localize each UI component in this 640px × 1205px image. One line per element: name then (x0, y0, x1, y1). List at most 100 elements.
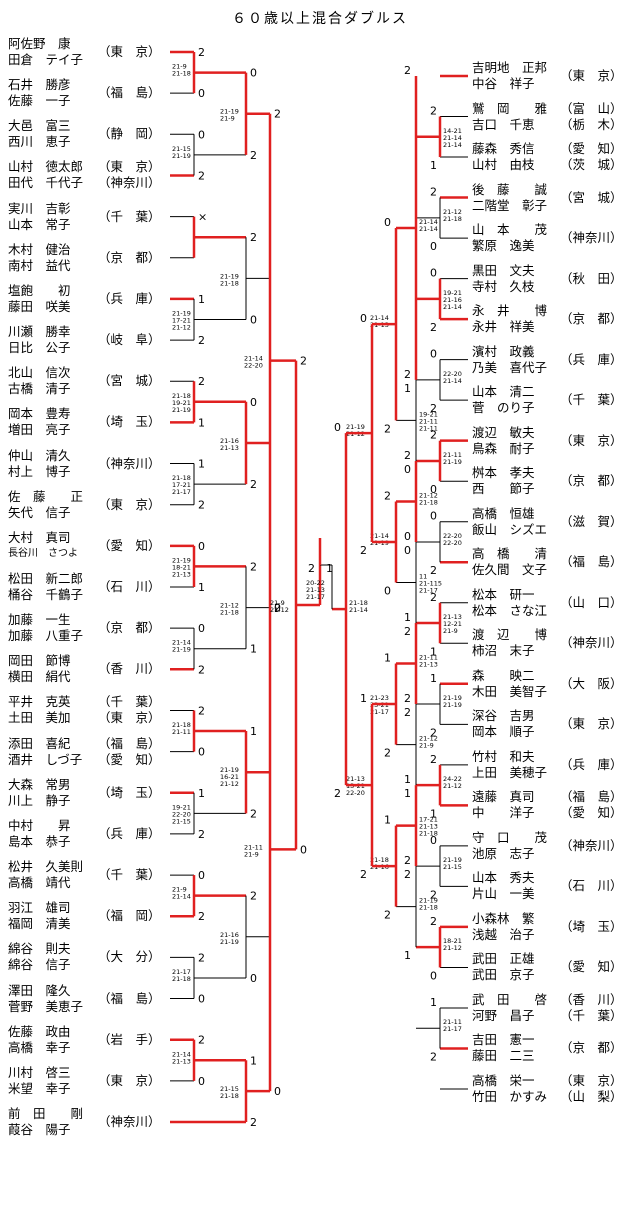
game-score: 20-22 (306, 579, 325, 587)
player-name: 森 映二 (472, 667, 535, 683)
prefecture-label: （大 分） (98, 949, 161, 965)
match-score: 0 (250, 67, 257, 80)
prefecture-name: （千 葉） (98, 694, 161, 710)
player-name: 塩飽 初 (8, 282, 71, 298)
game-score: 22-20 (346, 789, 365, 797)
player-name: 藤田 咲美 (8, 298, 71, 314)
player-name: 高橋 恒雄 (472, 505, 535, 521)
game-score: 21-11 (172, 728, 191, 736)
match-score: 0 (430, 348, 437, 361)
player-name: 岡田 節博 (8, 653, 71, 669)
match-score: 1 (250, 1054, 257, 1067)
match-score: 0 (360, 312, 367, 325)
prefecture-label: （兵 庫） (560, 352, 623, 368)
game-score: 21-11 (419, 654, 438, 662)
match-score: 1 (430, 807, 437, 820)
prefecture-label: （宮 城） (560, 190, 623, 206)
player-name: 菅野 美恵子 (8, 998, 84, 1014)
player-name: 桶谷 千鶴子 (8, 587, 84, 602)
game-score: 19-21 (172, 399, 191, 407)
match-score: 1 (198, 581, 205, 594)
match-score: 0 (250, 972, 257, 985)
prefecture-label: （千 葉） (98, 867, 161, 883)
player-name: 浅越 治子 (472, 926, 535, 942)
team-entry: 北山 信次古橋 清子 (8, 365, 71, 397)
player-name: 高橋 幸子 (8, 1039, 71, 1055)
match-score: 1 (360, 692, 367, 705)
team-entry: 中村 昇島本 恭子 (8, 818, 71, 850)
player-name: 河野 昌子 (472, 1007, 535, 1023)
prefecture-label: （千 葉） (560, 392, 623, 408)
player-name: 松本 さな江 (472, 602, 548, 618)
match-score: 0 (250, 314, 257, 327)
prefecture-name: （千 葉） (98, 208, 161, 224)
game-score: 21-9 (172, 63, 187, 71)
prefecture-name: （千 葉） (560, 1007, 623, 1023)
team-entry: 岡田 節博横田 絹代 (8, 653, 71, 685)
team-entry: 高 橋 清佐久間 文子 (472, 546, 547, 578)
player-name: 片山 一美 (472, 886, 535, 902)
game-score: 21-17 (172, 968, 191, 976)
match-score: 1 (384, 652, 391, 665)
match-score: 1 (384, 814, 391, 827)
prefecture-label: （京 都） (98, 250, 161, 266)
player-name: 長谷川 さつよ (8, 547, 78, 559)
game-score: 21-14 (370, 314, 389, 322)
player-name: 山村 由枝 (472, 157, 535, 173)
player-name: 木村 健治 (8, 241, 71, 257)
player-name: 上田 美穂子 (472, 764, 548, 780)
match-score: 0 (198, 87, 205, 100)
game-score: 21-9 (244, 850, 259, 858)
prefecture-label: （滋 賀） (560, 514, 623, 530)
prefecture-name: （福 岡） (98, 908, 161, 924)
prefecture-name: （岐 阜） (98, 332, 161, 348)
prefecture-label: （京 都） (560, 311, 623, 327)
match-score: 2 (274, 108, 281, 121)
player-name: 島本 恭子 (8, 833, 71, 849)
game-score: 17-21 (172, 317, 191, 325)
match-score: 2 (430, 1050, 437, 1063)
team-entry: 岡本 豊寿増田 亮子 (8, 406, 71, 438)
player-name: 添田 喜紀 (8, 735, 71, 751)
match-score: 2 (198, 46, 205, 59)
player-name: 藤森 秀信 (472, 141, 535, 157)
game-score: 21-13 (172, 570, 191, 578)
game-score: 18-21 (172, 563, 191, 571)
game-score: 21-19 (172, 556, 191, 564)
player-name: 山村 徳太郎 (8, 159, 84, 175)
player-name: 佐藤 政由 (8, 1023, 71, 1039)
prefecture-label: （東 京） (560, 68, 623, 84)
player-name: 濱村 政義 (472, 343, 535, 359)
team-entry: 永 井 博永井 祥美 (472, 303, 547, 335)
player-name: 仲山 清久 (8, 447, 71, 463)
game-score: 21-16 (443, 296, 462, 304)
game-score: 21-11 (419, 424, 438, 432)
game-score: 21-14 (370, 532, 389, 540)
prefecture-label: （石 川） (98, 579, 161, 595)
match-score: 2 (250, 231, 257, 244)
prefecture-label: （福 島） (560, 554, 623, 570)
prefecture-name: （岩 手） (98, 1031, 161, 1047)
game-score: 21-14 (172, 1050, 191, 1058)
match-score: 0 (384, 585, 391, 598)
match-score: 2 (430, 591, 437, 604)
prefecture-name: （秋 田） (560, 270, 623, 286)
player-name: 寺村 久枝 (472, 278, 535, 294)
player-name: 飯山 シズエ (472, 521, 548, 537)
prefecture-name: （京 都） (560, 473, 623, 489)
team-entry: 山本 秀夫片山 一美 (472, 870, 535, 902)
prefecture-label: （山 口） (560, 595, 623, 611)
match-score: 2 (430, 888, 437, 901)
match-score: 2 (404, 368, 411, 381)
prefecture-label: （神奈川） (560, 230, 623, 246)
player-name: 岡本 豊寿 (8, 406, 71, 422)
player-name: 矢代 信子 (8, 504, 71, 520)
prefecture-label: （愛 知）（茨 城） (560, 141, 623, 173)
match-score: 0 (274, 1085, 281, 1098)
game-score: 21-19 (443, 856, 462, 864)
game-score: 18-21 (443, 937, 462, 945)
game-score: 19-21 (443, 289, 462, 297)
game-score: 21-9 (443, 627, 458, 635)
match-score: 1 (430, 672, 437, 685)
match-score: 2 (198, 375, 205, 388)
